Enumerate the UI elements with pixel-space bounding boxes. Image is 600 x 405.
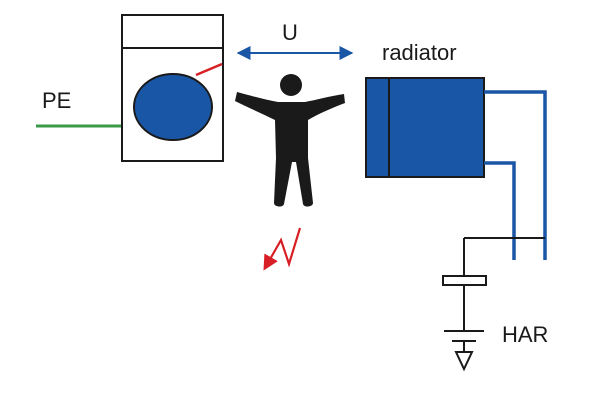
fault-contact-line — [195, 62, 223, 77]
person-icon — [235, 74, 345, 207]
har-label: HAR — [502, 322, 548, 347]
radiator-label: radiator — [382, 40, 457, 65]
capacitor-icon — [442, 275, 487, 286]
voltage-label: U — [282, 20, 298, 45]
radiator-pipe-lower — [484, 161, 516, 260]
pe-label: PE — [42, 88, 71, 113]
washing-machine-drum — [133, 73, 213, 141]
washing-machine-icon — [121, 14, 224, 162]
radiator-icon — [365, 77, 485, 178]
radiator-pipe-upper — [484, 90, 547, 260]
ground-symbol-icon — [444, 330, 484, 372]
lightning-bolt-icon — [263, 227, 302, 271]
